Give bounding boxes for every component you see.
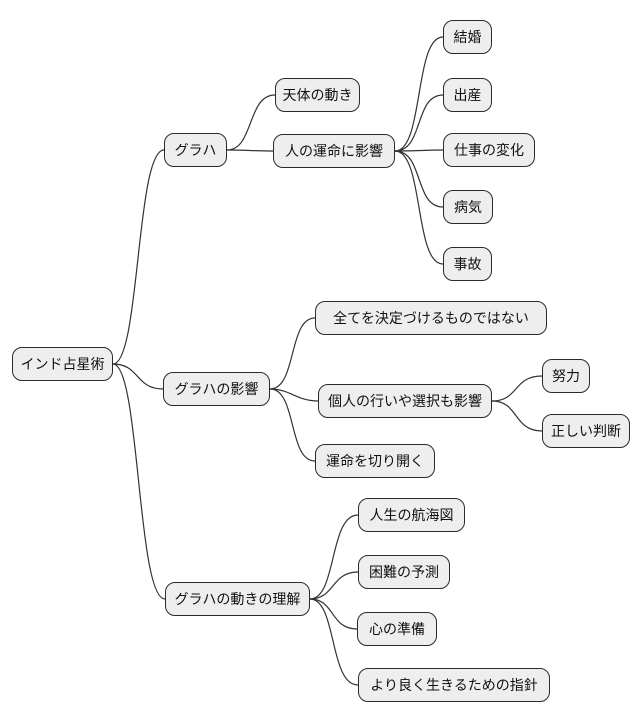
node-indian-astrology: インド占星術: [12, 347, 113, 381]
edge-destiny-illness: [394, 150, 444, 208]
node-marriage: 結婚: [443, 20, 492, 54]
node-job-change: 仕事の変化: [443, 133, 535, 167]
edge-choices-right-judgment: [491, 400, 543, 432]
edge-influence-open-up-destiny: [269, 388, 316, 462]
node-personal-choices: 個人の行いや選択も影響: [318, 384, 492, 418]
node-understanding-graha-movement: グラハの動きの理解: [165, 582, 310, 616]
edge-graha-celestial-movement: [226, 94, 276, 151]
node-effort: 努力: [542, 359, 590, 393]
node-open-up-destiny: 運命を切り開く: [315, 444, 435, 478]
edge-destiny-accident: [394, 150, 444, 265]
edge-root-graha: [112, 149, 165, 365]
edge-root-graha-influence: [112, 363, 164, 390]
edge-understanding-mental-preparation: [309, 598, 358, 630]
node-not-deterministic: 全てを決定づけるものではない: [315, 301, 547, 335]
edge-understanding-guidelines: [309, 598, 359, 686]
node-predicting-difficulties: 困難の予測: [358, 555, 450, 589]
node-celestial-movement: 天体の動き: [275, 78, 360, 112]
edge-destiny-job-change: [394, 149, 444, 152]
node-childbirth: 出産: [443, 78, 492, 112]
node-illness: 病気: [443, 190, 493, 224]
edge-understanding-life-chart: [309, 514, 359, 600]
edge-understanding-predict-difficulties: [309, 571, 359, 600]
edge-graha-influence-on-destiny: [226, 149, 274, 152]
node-influence-on-destiny: 人の運命に影響: [273, 134, 395, 168]
node-graha-influence: グラハの影響: [163, 372, 270, 406]
node-life-navigation-chart: 人生の航海図: [358, 498, 465, 532]
node-right-judgment: 正しい判断: [542, 414, 630, 448]
edge-destiny-childbirth: [394, 94, 444, 152]
edge-root-understanding: [112, 363, 166, 600]
edge-choices-effort: [491, 375, 543, 402]
node-mental-preparation: 心の準備: [357, 612, 437, 646]
node-graha: グラハ: [164, 133, 227, 167]
edge-destiny-marriage: [394, 36, 444, 152]
node-accident: 事故: [443, 247, 492, 281]
node-guidelines-for-better-life: より良く生きるための指針: [358, 668, 550, 702]
edge-influence-not-deterministic: [269, 317, 316, 390]
